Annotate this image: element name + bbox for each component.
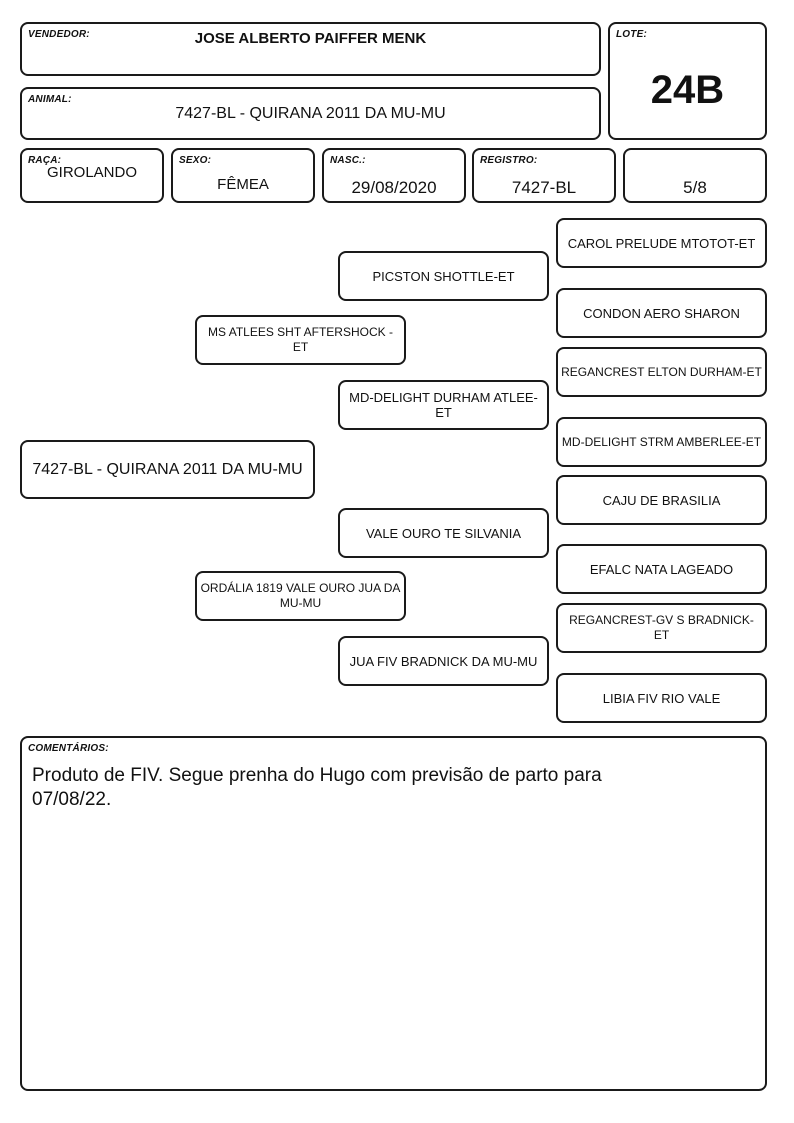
pedigree-ggp-8: LIBIA FIV RIO VALE <box>556 673 767 723</box>
pedigree-sire: MS ATLEES SHT AFTERSHOCK - ET <box>195 315 406 365</box>
registro-label: REGISTRO: <box>480 155 538 166</box>
comments-label: COMENTÁRIOS: <box>28 743 109 754</box>
pedigree-dam: ORDÁLIA 1819 VALE OURO JUA DA MU-MU <box>195 571 406 621</box>
lote-label: LOTE: <box>616 29 647 40</box>
pedigree-ggp-6: EFALC NATA LAGEADO <box>556 544 767 594</box>
sexo-value: FÊMEA <box>217 176 269 193</box>
pedigree-sire-sire: PICSTON SHOTTLE-ET <box>338 251 549 301</box>
pedigree-ggp-7: REGANCREST-GV S BRADNICK- ET <box>556 603 767 653</box>
vendedor-box: VENDEDOR: JOSE ALBERTO PAIFFER MENK <box>20 22 601 76</box>
registro-box: REGISTRO: 7427-BL <box>472 148 616 203</box>
grau-box: 5/8 <box>623 148 767 203</box>
vendedor-value: JOSE ALBERTO PAIFFER MENK <box>194 30 427 47</box>
lote-value: 24B <box>650 68 725 112</box>
sexo-box: SEXO: FÊMEA <box>171 148 315 203</box>
pedigree-ggp-1: CAROL PRELUDE MTOTOT-ET <box>556 218 767 268</box>
animal-box: ANIMAL: 7427-BL - QUIRANA 2011 DA MU-MU <box>20 87 601 140</box>
nasc-box: NASC.: 29/08/2020 <box>322 148 466 203</box>
pedigree-sire-dam: MD-DELIGHT DURHAM ATLEE-ET <box>338 380 549 430</box>
raca-box: RAÇA: GIROLANDO <box>20 148 164 203</box>
grau-value: 5/8 <box>683 178 707 197</box>
comments-box: COMENTÁRIOS: Produto de FIV. Segue prenh… <box>20 736 767 1091</box>
vendedor-label: VENDEDOR: <box>28 29 90 40</box>
registro-value: 7427-BL <box>511 178 577 197</box>
lote-box: LOTE: 24B <box>608 22 767 140</box>
pedigree-animal: 7427-BL - QUIRANA 2011 DA MU-MU <box>20 440 315 499</box>
comments-text: Produto de FIV. Segue prenha do Hugo com… <box>32 765 602 810</box>
pedigree-ggp-3: REGANCREST ELTON DURHAM-ET <box>556 347 767 397</box>
animal-label: ANIMAL: <box>28 94 72 105</box>
raca-label: RAÇA: <box>28 155 62 166</box>
pedigree-ggp-4: MD-DELIGHT STRM AMBERLEE-ET <box>556 417 767 467</box>
pedigree-ggp-2: CONDON AERO SHARON <box>556 288 767 338</box>
nasc-value: 29/08/2020 <box>351 178 437 197</box>
raca-value: GIROLANDO <box>46 164 137 181</box>
pedigree-ggp-5: CAJU DE BRASILIA <box>556 475 767 525</box>
animal-value: 7427-BL - QUIRANA 2011 DA MU-MU <box>175 105 446 122</box>
pedigree-dam-dam: JUA FIV BRADNICK DA MU-MU <box>338 636 549 686</box>
sexo-label: SEXO: <box>179 155 212 166</box>
pedigree-dam-sire: VALE OURO TE SILVANIA <box>338 508 549 558</box>
nasc-label: NASC.: <box>330 155 366 166</box>
